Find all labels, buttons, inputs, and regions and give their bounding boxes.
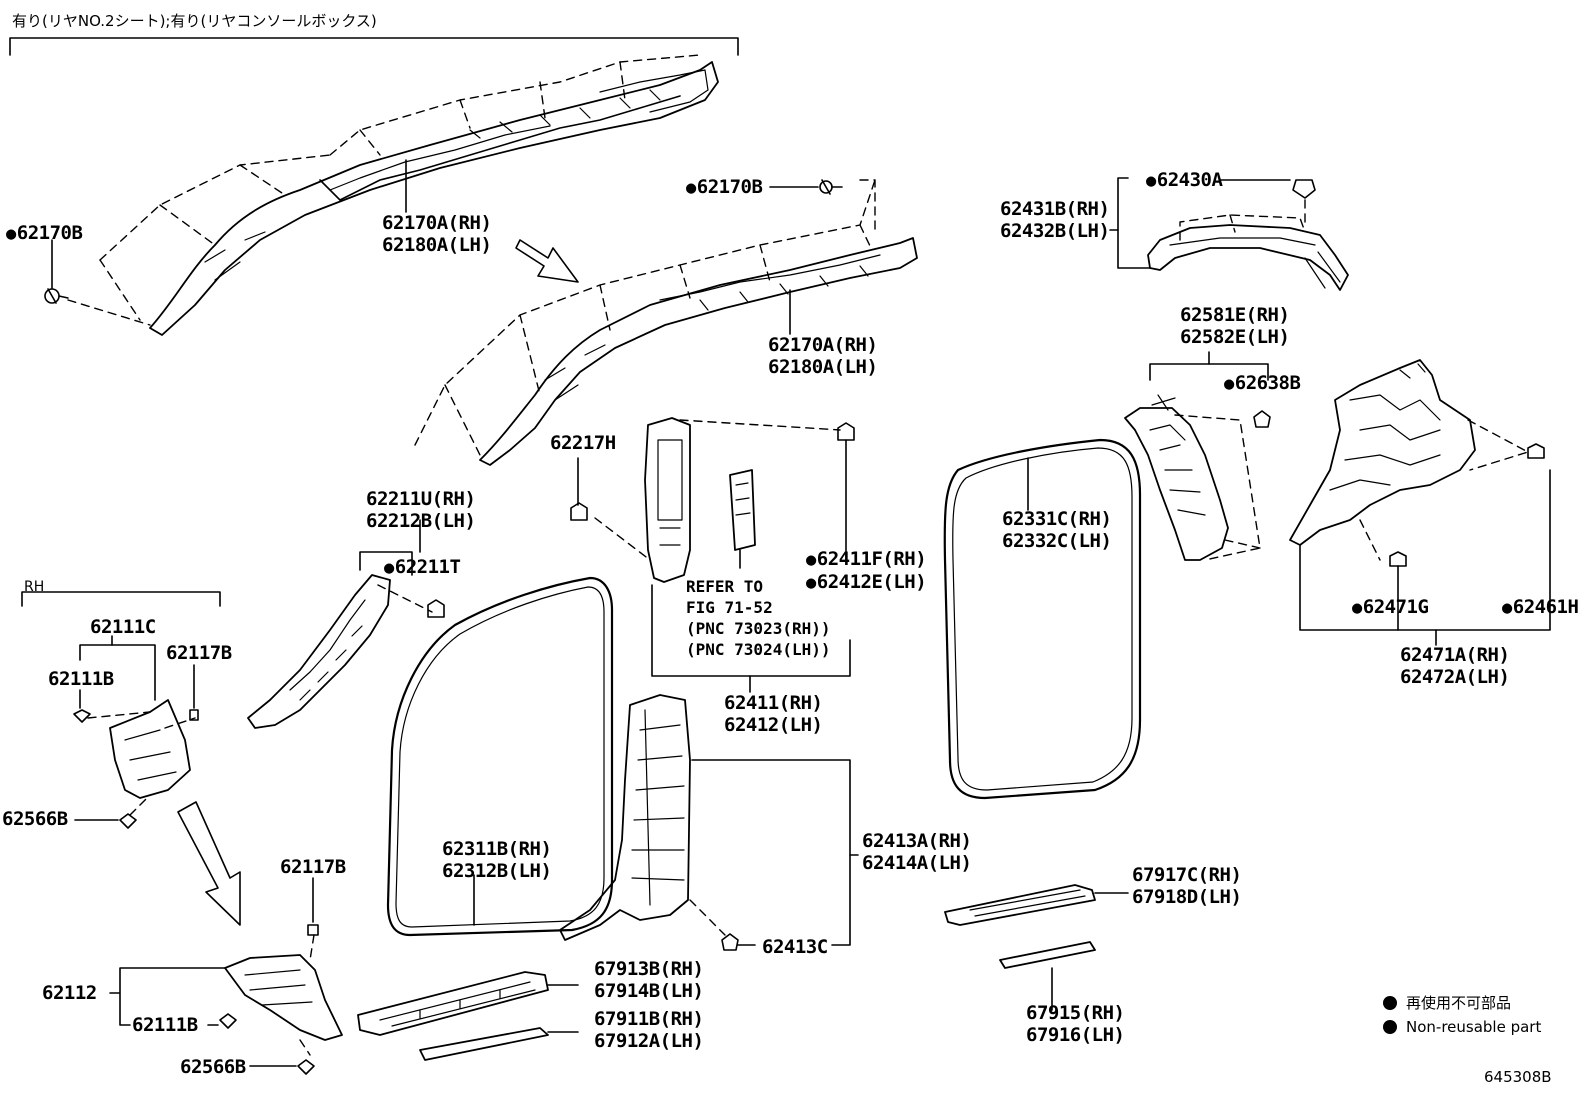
callout-62430a[interactable]: 62430A <box>1146 169 1223 192</box>
callout-62170b-left[interactable]: 62170B <box>6 222 83 245</box>
clip-62566b-upper <box>74 813 137 829</box>
screw-62111b-upper <box>73 709 91 723</box>
callout-62566b-lower[interactable]: 62566B <box>180 1056 246 1078</box>
legend-jp: 再使用不可部品 <box>1406 994 1512 1012</box>
clip-62217h <box>570 502 588 521</box>
clip-62413c <box>721 933 756 951</box>
callout-62170a-middle[interactable]: 62170A(RH) 62180A(LH) <box>768 334 878 378</box>
callout-62461h[interactable]: 62461H <box>1502 596 1579 619</box>
middle-dashed-leaders <box>414 179 876 456</box>
rear-weatherstrip <box>943 438 1142 800</box>
front-weatherstrip <box>386 576 614 937</box>
callout-62431b[interactable]: 62431B(RH) 62432B(LH) <box>1000 198 1110 242</box>
callout-62471a[interactable]: 62471A(RH) 62472A(LH) <box>1400 644 1510 688</box>
bracket-62431b <box>1117 177 1151 269</box>
callout-67911b[interactable]: 67911B(RH) 67912A(LH) <box>594 1008 704 1052</box>
clip-62638b <box>1253 410 1271 428</box>
callout-62471g[interactable]: 62471G <box>1352 596 1429 619</box>
refer-to-note: REFER TO FIG 71-52 (PNC 73023(RH)) (PNC … <box>686 577 831 659</box>
rear-pillar-garnish <box>1124 394 1229 561</box>
clip-62461h <box>1527 443 1545 459</box>
clip-62117b-lower <box>307 877 319 936</box>
callout-62331c[interactable]: 62331C(RH) 62332C(LH) <box>1002 508 1112 552</box>
condition-label: 有り(リヤNO.2シート);有り(リヤコンソールボックス) <box>12 12 377 30</box>
bracket-62112 <box>109 967 226 1026</box>
callout-62170b-middle[interactable]: 62170B <box>686 176 763 199</box>
legend-dot-en <box>1383 1020 1397 1034</box>
legend-dot-jp <box>1383 996 1397 1010</box>
callout-62170a-top[interactable]: 62170A(RH) 62180A(LH) <box>382 212 492 256</box>
callout-62638b[interactable]: 62638B <box>1224 372 1301 395</box>
callout-62117b-upper[interactable]: 62117B <box>166 642 232 664</box>
rh-group-label: RH <box>24 579 45 595</box>
rear-upper-garnish <box>1147 224 1349 291</box>
direction-arrow-upper <box>515 239 579 283</box>
callout-62413c[interactable]: 62413C <box>762 936 828 958</box>
callout-67913b[interactable]: 67913B(RH) 67914B(LH) <box>594 958 704 1002</box>
roof-garnish-lower <box>479 237 918 466</box>
rh-group-bracket <box>21 591 221 607</box>
callout-62411f[interactable]: 62411F(RH) 62412E(LH) <box>806 548 927 594</box>
front-pillar-garnish <box>247 574 391 729</box>
screw-62170b-middle <box>769 179 843 195</box>
bracket-62111c <box>79 644 156 701</box>
upper-dashed-leaders <box>67 54 701 326</box>
callout-62111c[interactable]: 62111C <box>90 616 156 638</box>
screw-62111b-lower <box>207 1013 237 1029</box>
clip-62471g <box>1389 551 1407 567</box>
quarter-trim-panel <box>1289 359 1476 546</box>
rear-step-cover <box>999 941 1096 969</box>
direction-arrow-lower <box>177 801 241 926</box>
callout-62581e[interactable]: 62581E(RH) 62582E(LH) <box>1180 304 1290 348</box>
callout-62566b-upper[interactable]: 62566B <box>2 808 68 830</box>
callout-62413a[interactable]: 62413A(RH) 62414A(LH) <box>862 830 972 874</box>
callout-62211t[interactable]: 62211T <box>384 556 461 579</box>
diagram-id: 645308B <box>1484 1068 1552 1086</box>
front-scuff-plate <box>357 971 549 1036</box>
callout-62217h[interactable]: 62217H <box>550 432 616 454</box>
clip-62117b-upper <box>189 664 199 721</box>
top-group-bracket <box>9 37 739 56</box>
callout-62311b[interactable]: 62311B(RH) 62312B(LH) <box>442 838 552 882</box>
callout-62111b-upper[interactable]: 62111B <box>48 668 114 690</box>
callout-67917c[interactable]: 67917C(RH) 67918D(LH) <box>1132 864 1242 908</box>
center-pillar-garnish <box>644 417 756 583</box>
rear-scuff-plate <box>944 884 1096 926</box>
screw-62170b-left <box>44 239 69 304</box>
callout-62211u[interactable]: 62211U(RH) 62212B(LH) <box>366 488 476 532</box>
callout-62111b-lower[interactable]: 62111B <box>132 1014 198 1036</box>
clip-62430a <box>1219 179 1316 199</box>
clip-62211t <box>427 599 445 618</box>
clip-62566b-lower <box>249 1059 315 1075</box>
cowl-side-trim-upper <box>109 699 191 799</box>
bracket-62411 <box>651 584 851 677</box>
cowl-side-trim-lower <box>224 954 343 1041</box>
callout-62117b-lower[interactable]: 62117B <box>280 856 346 878</box>
legend-en: Non-reusable part <box>1406 1018 1542 1036</box>
bracket-62413a <box>691 759 851 946</box>
callout-67915[interactable]: 67915(RH) 67916(LH) <box>1026 1002 1125 1046</box>
bracket-62471a <box>1299 469 1551 631</box>
callout-62411[interactable]: 62411(RH) 62412(LH) <box>724 692 823 736</box>
clip-62411f <box>837 422 855 441</box>
center-pillar-lower-garnish <box>559 694 691 941</box>
roof-garnish-upper <box>149 61 719 336</box>
front-step-cover <box>419 1027 549 1061</box>
callout-62112[interactable]: 62112 <box>42 982 97 1004</box>
